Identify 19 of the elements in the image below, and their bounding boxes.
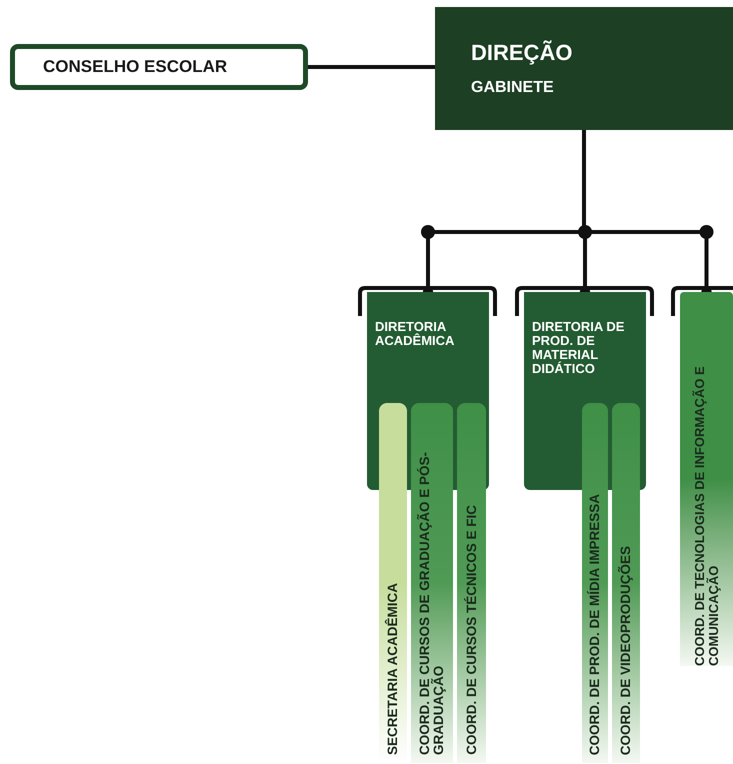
strip-label: COORD. DE CURSOS TÉCNICOS E FIC [464,505,478,755]
coordination-strip [582,403,608,763]
box-title: DIREÇÃO [471,42,574,64]
strip-label: COORD. DE VIDEOPRODUÇÕES [619,546,633,755]
connector-line [308,65,435,69]
coordination-strip [612,403,640,763]
strip-label: SECRETARIA ACADÊMICA [386,583,400,755]
strip-label: COORD. DE TECNOLOGIAS DE INFORMAÇÃO E COMUNICAÇÃO [692,365,720,666]
box-label: CONSELHO ESCOLAR [43,56,228,78]
strip-label: COORD. DE CURSOS DE GRADUAÇÃO E PÓS- GRADUAÇÃO [418,450,446,755]
strip-label: COORD. DE PROD. DE MÍDIA IMPRESSA [588,494,602,755]
box-label: DIRETORIA ACADÊMICA [375,320,456,348]
direction-box [435,7,733,130]
coordination-strip [411,403,453,763]
coordination-strip [680,292,733,666]
box-label: DIRETORIA DE PROD. DE MATERIAL DIDÁTICO [532,320,626,376]
coordination-strip [457,403,486,763]
council-box [10,44,308,90]
box-subtitle: GABINETE [471,80,555,96]
